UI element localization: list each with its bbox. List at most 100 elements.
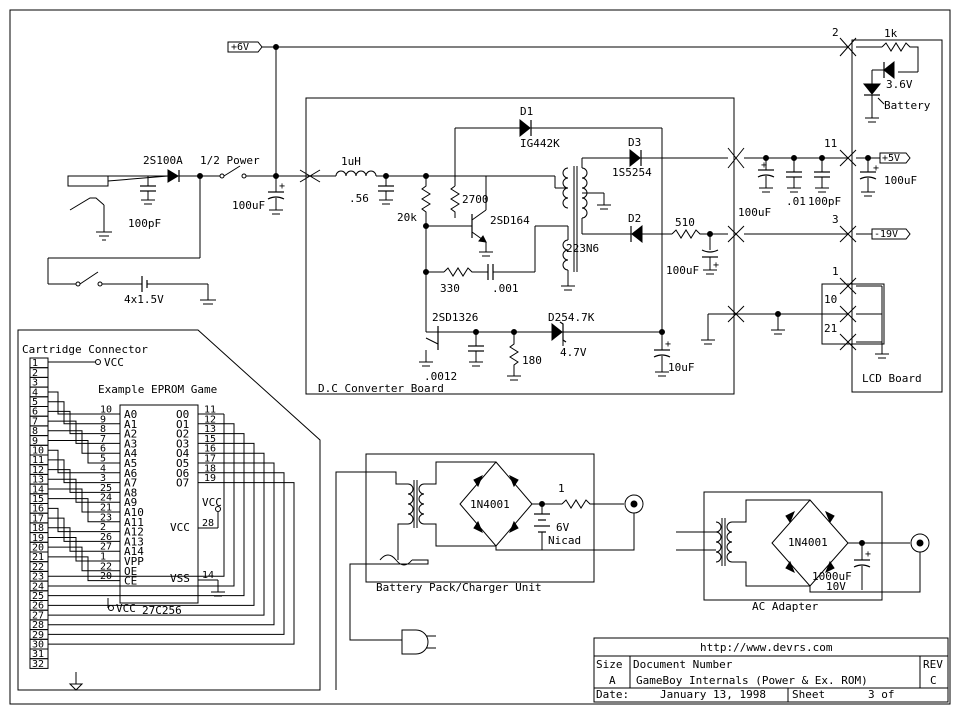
eprom-pin-num-r3: 15	[204, 434, 216, 445]
cartridge-outline	[17, 329, 321, 691]
adapter-title: AC Adapter	[752, 600, 819, 613]
label-d1: D1	[520, 105, 533, 118]
cartridge-pin-14: 14	[32, 484, 44, 495]
cartridge-title: Cartridge Connector	[22, 343, 148, 356]
cartridge-pin-10: 10	[32, 446, 44, 457]
led-ray	[877, 97, 885, 105]
label-d3-part: 1S5254	[612, 166, 652, 179]
resistor-1	[561, 499, 624, 509]
battery-led	[862, 83, 882, 95]
eprom-pin-num-0: 10	[100, 405, 112, 416]
converter-title: D.C Converter Board	[318, 382, 444, 395]
resistor-330	[443, 267, 488, 277]
charger-title: Battery Pack/Charger Unit	[376, 581, 542, 594]
converter-board-outline	[305, 97, 735, 395]
eprom-pin-label-o0: O0	[176, 408, 189, 421]
lcd-board-outline	[851, 39, 943, 393]
dc-converter-board: D.C Converter Board 1uH .56 20k 2700	[299, 97, 735, 395]
polarity-plus: +	[873, 163, 879, 174]
net-label-m19v: -19V	[874, 229, 898, 240]
eprom-pin-num-4: 6	[100, 444, 106, 455]
eprom-pin-label-a13: A13	[124, 535, 144, 548]
eprom-pin-num-r7: 19	[204, 473, 216, 484]
wire	[48, 507, 98, 533]
power-input-section: +6V 100pF 2S100A 1/2 Power	[47, 41, 848, 306]
connector-cross	[839, 277, 857, 295]
zener-3-6v	[883, 60, 895, 80]
charger-section: Battery Pack/Charger Unit 1N4001 1 6V Ni…	[335, 453, 644, 690]
title-sheet-header: Sheet	[792, 688, 825, 701]
eprom-pin-label-a11: A11	[124, 516, 144, 529]
cartridge-pin-3: 3	[32, 378, 38, 389]
label-r-2700: 2700	[462, 193, 489, 206]
eprom-pin-label-a8: A8	[124, 486, 137, 499]
eprom-pin-num-r1: 12	[204, 414, 216, 425]
cartridge-pin-5: 5	[32, 397, 38, 408]
switch-pole	[241, 173, 247, 179]
label-d2: D2	[628, 212, 641, 225]
inductor-1uh	[335, 170, 377, 177]
cartridge-pin-13: 13	[32, 475, 44, 486]
eprom-title: Example EPROM Game	[98, 383, 217, 396]
eprom-pin-num-r0: 11	[204, 405, 216, 416]
cartridge-pin-9: 9	[32, 436, 38, 447]
transistor-emitter	[425, 337, 439, 345]
wire	[48, 546, 98, 572]
eprom-vpp-vcc: VCC	[116, 602, 136, 615]
connector-cross	[727, 225, 745, 243]
wire	[48, 449, 98, 474]
wire	[48, 452, 265, 616]
label-r-510: 510	[675, 216, 695, 229]
resistor-510	[671, 229, 728, 239]
title-block-frame	[593, 637, 949, 703]
connector-cross	[839, 149, 857, 167]
vcc-terminal	[215, 506, 221, 512]
mains-plug	[401, 629, 429, 655]
eprom-pin-label-a14: A14	[124, 545, 144, 558]
label-zener-v: 4.7V	[560, 346, 587, 359]
wire	[48, 498, 98, 523]
cartridge-pin-21: 21	[32, 552, 44, 563]
cartridge-pin-29: 29	[32, 630, 44, 641]
label-r-330: 330	[440, 282, 460, 295]
eprom-pin-num-6: 4	[100, 463, 106, 474]
title-date: January 13, 1998	[660, 688, 766, 701]
label-transistor: 2SD164	[490, 214, 530, 227]
label-diode-in: 2S100A	[143, 154, 183, 167]
wire	[48, 440, 98, 464]
jack-switch-contact	[69, 197, 105, 211]
wire	[48, 478, 98, 503]
label-adapter-bridge: 1N4001	[788, 536, 828, 549]
zener-d254-7k	[551, 322, 563, 342]
title-block: http://www.devrs.com Size A Document Num…	[593, 637, 949, 703]
vcc-terminal	[108, 605, 114, 611]
label-r-bias: 20k	[397, 211, 417, 224]
eprom-pin-num-2: 8	[100, 424, 106, 435]
label-charger-bridge: 1N4001	[470, 498, 510, 511]
capacitor-plate	[653, 354, 671, 358]
cartridge-pin-1: 1	[32, 358, 38, 369]
switch-pole	[75, 281, 81, 287]
cartridge-pin-12: 12	[32, 465, 44, 476]
cartridge-pin-18: 18	[32, 523, 44, 534]
eprom-pin-num-14: 27	[100, 542, 112, 553]
eprom-pin-num-8: 25	[100, 483, 112, 494]
capacitor-plate	[701, 249, 719, 253]
wire	[732, 499, 810, 523]
eprom-pin-num-1: 9	[100, 414, 106, 425]
lcd-board: LCD Board 2 11 3 +5V -19V + 100uF 1k	[821, 26, 943, 393]
label-cap-bulk: 100uF	[232, 199, 265, 212]
eprom-pin-label-a5: A5	[124, 457, 137, 470]
eprom-vcc-tag: VCC	[202, 496, 222, 509]
diode-2s100a	[167, 169, 179, 183]
eprom-pin-label-a0: A0	[124, 408, 137, 421]
wire	[48, 469, 98, 493]
dc-jack	[67, 175, 109, 187]
polarity-plus: +	[865, 549, 871, 560]
label-r-1k: 1k	[884, 27, 898, 40]
bridge-diode	[473, 474, 483, 488]
cartridge-pin-23: 23	[32, 572, 44, 583]
transformer-feedback	[562, 239, 569, 271]
